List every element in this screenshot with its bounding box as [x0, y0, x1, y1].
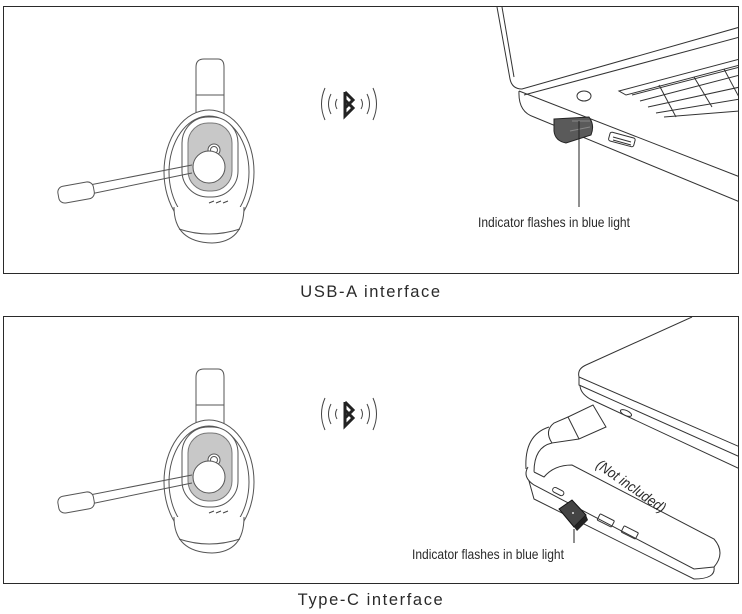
usb-a-panel: Indicator flashes in blue light [3, 6, 739, 274]
bluetooth-icon [321, 87, 377, 121]
indicator-callout: Indicator flashes in blue light [478, 214, 630, 230]
usb-c-hub-icon [525, 404, 721, 580]
headset-icon [57, 58, 255, 244]
usb-dongle-icon [558, 499, 588, 543]
usb-a-illustration [57, 7, 738, 244]
usb-a-dongle-icon [553, 116, 594, 207]
headset-icon [57, 368, 255, 554]
bluetooth-icon [321, 397, 377, 431]
type-c-panel: (Not included) Indicator flashes in blue… [3, 316, 739, 584]
type-c-caption: Type-C interface [297, 591, 445, 609]
usb-a-caption: USB-A interface [300, 283, 442, 301]
indicator-callout: Indicator flashes in blue light [412, 546, 564, 562]
laptop-icon [578, 317, 738, 469]
type-c-illustration [57, 317, 738, 580]
laptop-icon [496, 7, 738, 202]
